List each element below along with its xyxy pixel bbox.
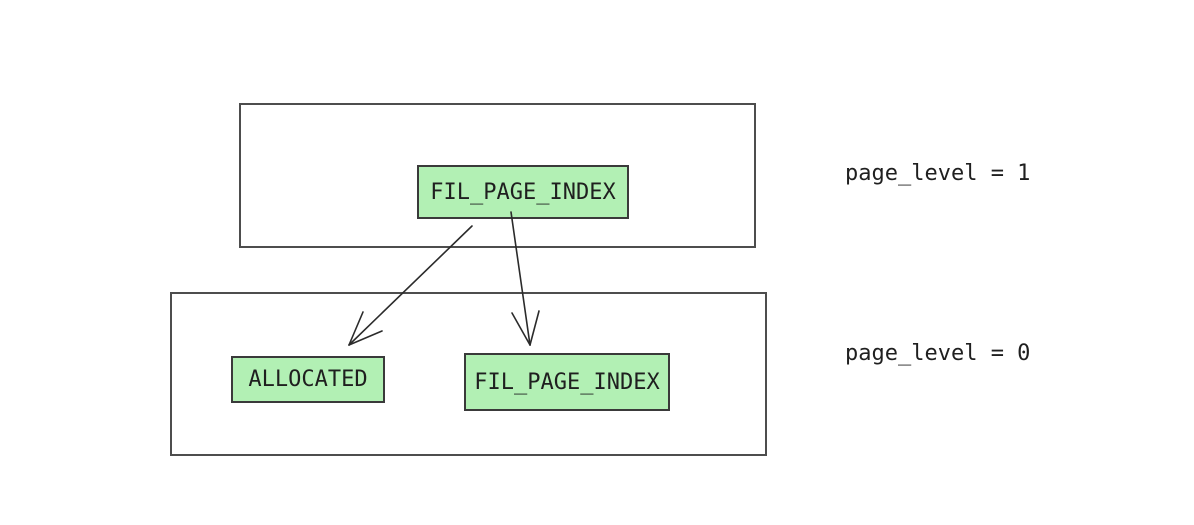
page-level-0-label: page_level = 0 <box>845 341 1031 366</box>
node-fil-page-index-level-1: FIL_PAGE_INDEX <box>417 165 629 219</box>
page-level-1-label: page_level = 1 <box>845 161 1031 186</box>
node-label: FIL_PAGE_INDEX <box>474 369 660 395</box>
node-label: FIL_PAGE_INDEX <box>430 179 616 205</box>
node-fil-page-index-level-0: FIL_PAGE_INDEX <box>464 353 670 411</box>
node-allocated-level-0: ALLOCATED <box>231 356 385 403</box>
page-container-level-1 <box>239 103 756 248</box>
node-label: ALLOCATED <box>248 367 368 392</box>
